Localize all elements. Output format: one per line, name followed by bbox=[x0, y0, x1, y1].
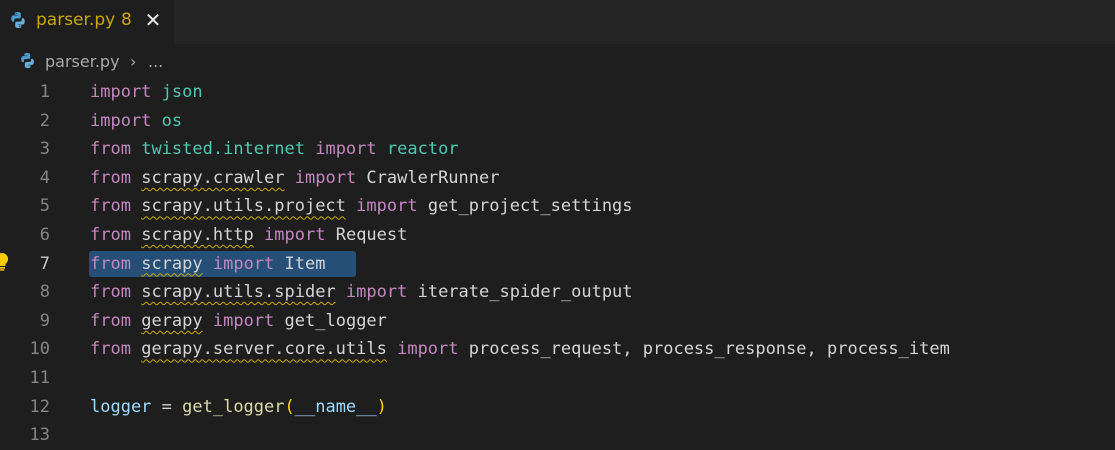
line-number: 11 bbox=[29, 368, 50, 388]
keyword: import bbox=[356, 196, 418, 217]
keyword: from bbox=[90, 310, 131, 331]
imported-name: CrawlerRunner bbox=[366, 167, 500, 188]
line-number: 10 bbox=[29, 339, 50, 360]
argument: __name__ bbox=[294, 396, 377, 417]
paren-open: ( bbox=[284, 396, 295, 417]
breadcrumb-more[interactable]: ... bbox=[148, 52, 164, 71]
close-icon[interactable]: ✕ bbox=[144, 8, 162, 32]
tab-filename: parser.py bbox=[36, 10, 116, 30]
imported-name: get_logger bbox=[284, 310, 387, 331]
module-name: scrapy.crawler bbox=[141, 167, 285, 188]
variable-name: logger bbox=[90, 396, 152, 417]
line-number: 3 bbox=[39, 139, 50, 160]
lightbulb-icon[interactable] bbox=[0, 252, 10, 272]
line-number: 13 bbox=[29, 425, 50, 446]
paren-close: ) bbox=[376, 396, 387, 417]
function-name: get_logger bbox=[182, 396, 285, 417]
keyword: from bbox=[90, 282, 131, 303]
module-name: json bbox=[161, 82, 203, 102]
code-line[interactable]: logger = get_logger(__name__) bbox=[90, 393, 387, 422]
line-number: 6 bbox=[39, 225, 50, 245]
code-line[interactable]: import json bbox=[90, 78, 203, 107]
keyword: from bbox=[90, 139, 131, 160]
keyword: from bbox=[90, 167, 131, 188]
code-line[interactable]: from gerapy import get_logger bbox=[90, 307, 387, 336]
module-name: twisted.internet bbox=[141, 139, 305, 160]
keyword: import bbox=[212, 253, 275, 274]
keyword: from bbox=[90, 225, 131, 245]
python-file-icon bbox=[21, 52, 34, 69]
line-number: 8 bbox=[39, 282, 50, 303]
keyword: import bbox=[212, 310, 275, 331]
code-line[interactable]: from scrapy.http import Request bbox=[90, 221, 407, 250]
breadcrumb bbox=[0, 44, 1115, 78]
keyword: import bbox=[294, 167, 357, 188]
code-line[interactable]: from scrapy.crawler import CrawlerRunner bbox=[90, 164, 499, 193]
line-number-active: 7 bbox=[39, 253, 50, 274]
code-line[interactable]: from twisted.internet import reactor bbox=[90, 135, 459, 164]
keyword: import bbox=[397, 339, 459, 360]
code-line-active[interactable]: from scrapy import Item bbox=[90, 250, 326, 279]
tab-parser-py[interactable]: parser.py 8 ✕ bbox=[0, 0, 174, 44]
module-name: os bbox=[161, 110, 183, 131]
keyword: import bbox=[345, 282, 408, 303]
python-file-icon bbox=[11, 12, 25, 28]
line-number: 2 bbox=[39, 110, 50, 131]
code-line[interactable]: import os bbox=[90, 107, 182, 136]
line-number: 9 bbox=[39, 310, 50, 331]
imported-name: reactor bbox=[386, 139, 459, 160]
line-number: 5 bbox=[39, 196, 50, 217]
module-name: scrapy bbox=[141, 253, 203, 274]
keyword: import bbox=[315, 139, 377, 160]
breadcrumb-file[interactable]: parser.py bbox=[45, 52, 120, 71]
line-number: 12 bbox=[29, 396, 50, 417]
keyword: import bbox=[90, 110, 152, 131]
code-line[interactable]: from scrapy.utils.spider import iterate_… bbox=[90, 278, 633, 307]
module-name: scrapy.utils.spider bbox=[141, 282, 336, 303]
keyword: from bbox=[90, 196, 131, 217]
code-line[interactable]: from scrapy.utils.project import get_pro… bbox=[90, 192, 633, 221]
module-name: scrapy.utils.project bbox=[141, 196, 346, 217]
keyword: import bbox=[90, 82, 152, 102]
imported-name: get_project_settings bbox=[427, 196, 633, 217]
module-name: gerapy.server.core.utils bbox=[141, 339, 387, 360]
imported-name: process_request, process_response, proce… bbox=[468, 339, 950, 360]
text-selection bbox=[89, 251, 356, 277]
line-number: 4 bbox=[39, 167, 50, 188]
tab-bar: parser.py 8 ✕ bbox=[0, 0, 1115, 44]
imported-name: Request bbox=[335, 225, 408, 245]
keyword: from bbox=[90, 339, 131, 360]
keyword: import bbox=[264, 225, 326, 245]
imported-name: Item bbox=[284, 253, 326, 274]
module-name: gerapy bbox=[141, 310, 203, 331]
tab-problem-count: 8 bbox=[121, 10, 132, 30]
line-number: 1 bbox=[39, 82, 50, 102]
operator: = bbox=[151, 396, 183, 417]
module-name: scrapy.http bbox=[141, 225, 254, 245]
chevron-right-icon: › bbox=[130, 52, 137, 71]
keyword: from bbox=[90, 253, 131, 274]
code-line[interactable]: from gerapy.server.core.utils import pro… bbox=[90, 335, 950, 364]
imported-name: iterate_spider_output bbox=[417, 282, 633, 303]
